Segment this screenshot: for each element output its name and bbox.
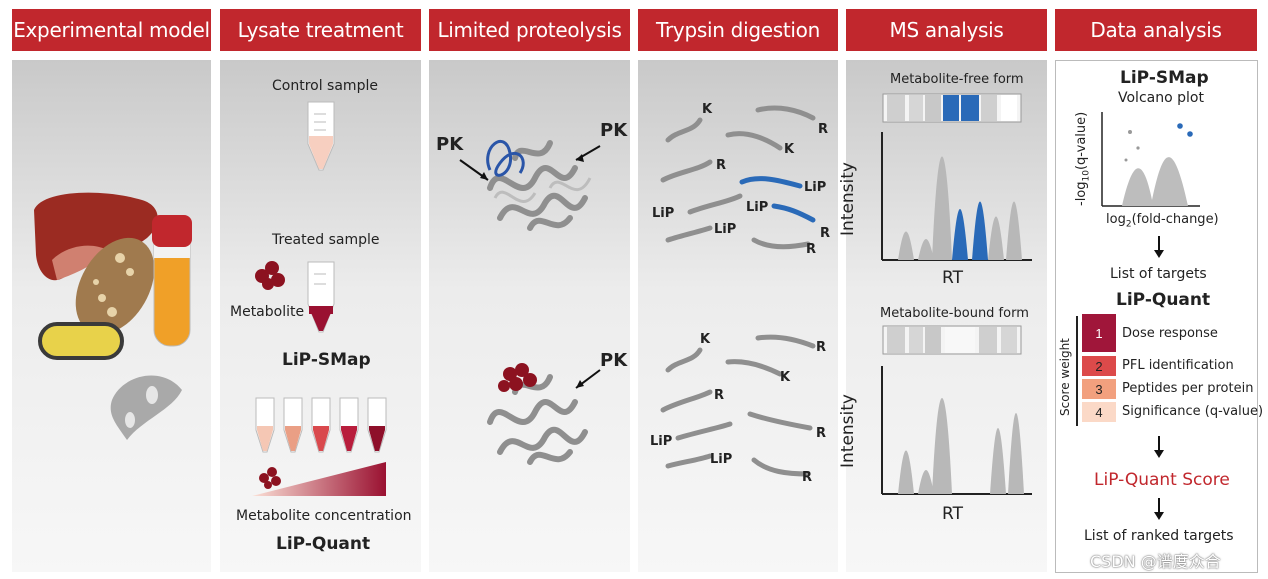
pk-label-right: PK: [600, 120, 628, 141]
trypsin-bottom-r3: R: [816, 426, 827, 441]
score-item-4-swatch: 4: [1082, 402, 1116, 422]
trypsin-bottom-lip2: LiP: [710, 452, 733, 467]
blue-loop: [486, 139, 525, 177]
trypsin-bottom-k1: K: [700, 332, 711, 347]
metabolite-label: Metabolite: [230, 304, 305, 320]
header-limited-proteolysis: Limited proteolysis: [429, 9, 630, 51]
pk-arrow-bottom: [575, 369, 601, 389]
panel-limited-proteolysis: [429, 60, 630, 572]
peptide-fragments-top: [660, 105, 816, 250]
pk-label-left: PK: [436, 134, 464, 155]
trypsin-top-r2: R: [716, 158, 727, 173]
metabolite-icon: [255, 261, 285, 290]
lip-quant-title: LiP-Quant: [1116, 290, 1211, 310]
trypsin-bottom-r4: R: [802, 470, 813, 485]
protein-structure-bottom: [487, 363, 588, 465]
trypsin-top-lip4: LiP: [714, 222, 737, 237]
free-form-gel-strip: [882, 93, 1022, 123]
chromatogram-bottom: [881, 366, 1032, 495]
lip-quant-score-label: LiP-Quant Score: [1094, 470, 1230, 490]
arrow-down-icon: [1154, 236, 1164, 258]
score-item-3-swatch: 3: [1082, 379, 1116, 399]
score-weight-bar: [1076, 316, 1078, 426]
pk-label-bottom: PK: [600, 350, 628, 371]
trypsin-top-k1: K: [702, 102, 713, 117]
treated-tube-icon: [307, 261, 335, 333]
trypsin-bottom-k2: K: [780, 370, 791, 385]
trypsin-top-lip1: LiP: [804, 180, 827, 195]
bacterium-icon: [38, 322, 124, 360]
header-ms-analysis: MS analysis: [846, 9, 1047, 51]
cells-icon: [110, 375, 182, 440]
trypsin-bottom-lip1: LiP: [650, 434, 673, 449]
header-lysate-treatment: Lysate treatment: [220, 9, 421, 51]
volcano-plot: [1101, 112, 1200, 207]
header-experimental-model: Experimental model: [12, 9, 211, 51]
volcano-x-label: log2(fold-change): [1106, 212, 1219, 230]
experimental-model-illustration: [34, 192, 192, 440]
score-item-3-label: Peptides per protein: [1122, 381, 1254, 396]
ms-y-label-bottom: Intensity: [838, 394, 858, 468]
lip-smap-title: LiP-SMap: [1120, 68, 1209, 88]
header-data-analysis: Data analysis: [1055, 9, 1257, 51]
metabolite-concentration-label: Metabolite concentration: [236, 508, 412, 524]
score-item-1-swatch: 1: [1082, 314, 1116, 352]
panel-trypsin-digestion: [638, 60, 838, 572]
ms-x-label-bottom: RT: [942, 504, 963, 524]
protein-structure-top: [486, 139, 592, 231]
treated-sample-label: Treated sample: [272, 232, 380, 248]
lip-quant-label: LiP-Quant: [276, 534, 371, 554]
ms-y-label-top: Intensity: [838, 162, 858, 236]
score-item-1-label: Dose response: [1122, 326, 1218, 341]
trypsin-bottom-r2: R: [714, 388, 725, 403]
score-item-2-swatch: 2: [1082, 356, 1116, 376]
metabolite-bound-form-label: Metabolite-bound form: [880, 306, 1029, 321]
arrow-down-icon-2: [1154, 436, 1164, 458]
trypsin-top-lip3: LiP: [746, 200, 769, 215]
dose-tubes-icon: [252, 397, 387, 496]
score-weight-label: Score weight: [1058, 338, 1072, 416]
trypsin-top-r4: R: [806, 242, 817, 257]
trypsin-top-k2: K: [784, 142, 795, 157]
arrow-down-icon-3: [1154, 498, 1164, 520]
chromatogram-top: [881, 132, 1032, 261]
ms-x-label-top: RT: [942, 268, 963, 288]
list-of-targets-label: List of targets: [1110, 266, 1207, 282]
metabolite-free-form-label: Metabolite-free form: [890, 72, 1024, 87]
bound-form-gel-strip: [882, 325, 1022, 355]
volcano-plot-subtitle: Volcano plot: [1118, 90, 1204, 106]
header-trypsin-digestion: Trypsin digestion: [638, 9, 838, 51]
peptide-fragments-bottom: [660, 334, 816, 477]
lip-smap-label: LiP-SMap: [282, 350, 371, 370]
trypsin-top-r1: R: [818, 122, 829, 137]
trypsin-top-lip2: LiP: [652, 206, 675, 221]
potato-icon: [75, 237, 155, 335]
trypsin-top-r3: R: [820, 226, 831, 241]
control-sample-label: Control sample: [272, 78, 378, 94]
watermark: CSDN @谱度众合: [1090, 552, 1221, 571]
score-item-2-label: PFL identification: [1122, 358, 1234, 373]
volcano-y-label: -log10(q-value): [1074, 111, 1092, 206]
trypsin-bottom-r1: R: [816, 340, 827, 355]
pk-arrows-top: [459, 145, 601, 181]
score-item-4-label: Significance (q-value): [1122, 404, 1264, 419]
list-of-ranked-targets-label: List of ranked targets: [1084, 528, 1234, 544]
control-tube-icon: [307, 101, 335, 171]
